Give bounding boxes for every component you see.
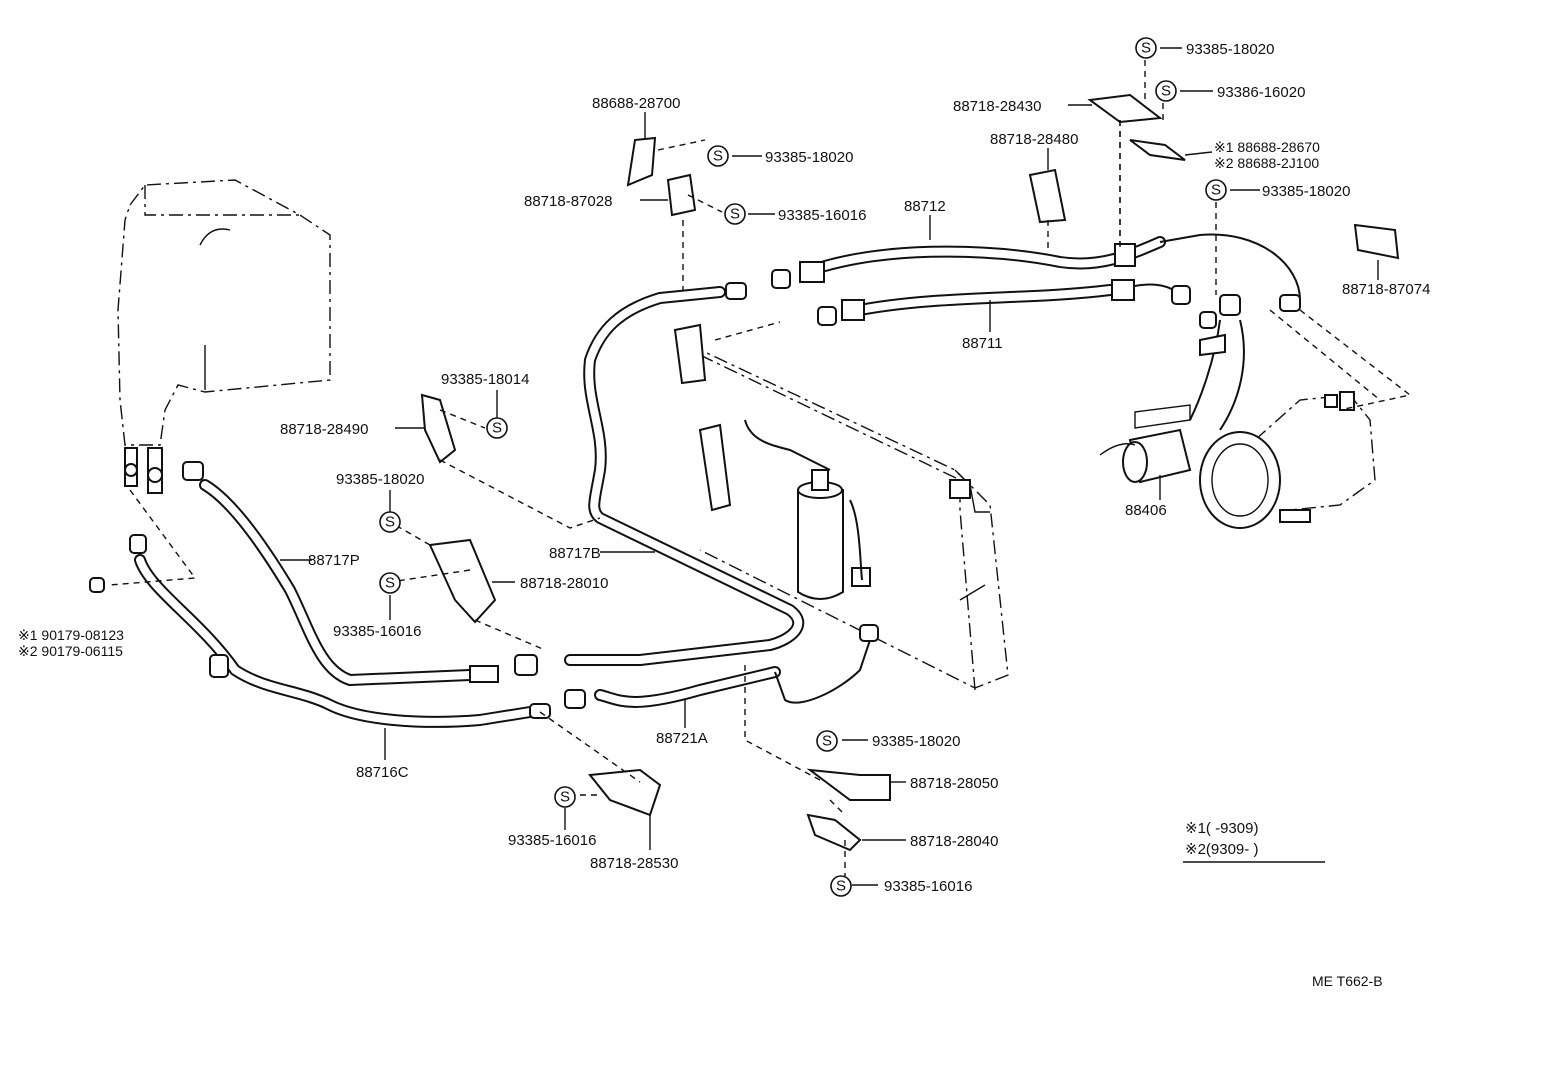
s-symbol-icon: S [379, 572, 401, 594]
part-label: 88688-28700 [592, 95, 680, 112]
s-symbol-icon: S [1135, 37, 1157, 59]
diagram-code: ME T662-B [1312, 973, 1383, 989]
part-label: ※1 88688-28670 [1214, 139, 1320, 155]
legend-line-2: ※2(9309- ) [1185, 841, 1258, 858]
s-symbol-icon: S [486, 417, 508, 439]
part-labels: 93385-18020 93386-16020 88718-28430 ※1 8… [18, 41, 1430, 895]
part-label: 93385-18020 [765, 149, 853, 166]
part-label: 88718-28430 [953, 98, 1041, 115]
part-label: ※1 90179-08123 [18, 627, 124, 643]
svg-text:S: S [1211, 182, 1221, 199]
part-label: 88717P [308, 552, 360, 569]
svg-text:S: S [836, 878, 846, 895]
evaporator-unit [117, 179, 331, 494]
part-label: 88718-28050 [910, 775, 998, 792]
brackets [89, 93, 1400, 852]
svg-text:S: S [385, 575, 395, 592]
part-label: 93385-18020 [1262, 183, 1350, 200]
svg-text:S: S [560, 789, 570, 806]
svg-text:S: S [713, 148, 723, 165]
part-label: 88712 [904, 198, 946, 215]
s-symbol-icon: S [379, 511, 401, 533]
part-label: ※2 90179-06115 [18, 643, 123, 659]
s-symbol-icon: S [1205, 179, 1227, 201]
part-label: 93386-16020 [1217, 84, 1305, 101]
pipes [129, 233, 1301, 728]
svg-text:S: S [492, 420, 502, 437]
part-label: 88718-28490 [280, 421, 368, 438]
svg-text:S: S [385, 514, 395, 531]
s-symbol-icon: S [1155, 80, 1177, 102]
svg-text:S: S [1141, 40, 1151, 57]
part-label: 88718-28530 [590, 855, 678, 872]
part-label: 88718-87028 [524, 193, 612, 210]
part-label: 88718-28010 [520, 575, 608, 592]
legend: ※1( -9309) ※2(9309- ) [1185, 820, 1258, 858]
part-label: 93385-16016 [778, 207, 866, 224]
part-label: 88406 [1125, 502, 1167, 519]
part-label: 88718-28480 [990, 131, 1078, 148]
part-label: 93385-18020 [336, 471, 424, 488]
condenser [689, 344, 1009, 691]
part-label: 93385-16016 [884, 878, 972, 895]
part-label: ※2 88688-2J100 [1214, 155, 1319, 171]
leader-lines [109, 47, 1412, 886]
s-symbol-icon: S [724, 203, 746, 225]
s-symbol-icon: S [830, 875, 852, 897]
s-symbol-icon: S [554, 786, 576, 808]
s-badges: S S S S S S S S S S S [379, 37, 1227, 897]
s-symbol-icon: S [707, 145, 729, 167]
part-label: 88718-87074 [1342, 281, 1430, 298]
part-label: 88716C [356, 764, 409, 781]
part-label: 88718-28040 [910, 833, 998, 850]
s-symbol-icon: S [816, 730, 838, 752]
muffler [1099, 404, 1192, 484]
compressor [1199, 391, 1376, 529]
svg-text:S: S [1161, 83, 1171, 100]
part-label: 88721A [656, 730, 708, 747]
part-label: 93385-16016 [508, 832, 596, 849]
part-label: 93385-18020 [1186, 41, 1274, 58]
legend-line-1: ※1( -9309) [1185, 820, 1258, 837]
part-label: 93385-16016 [333, 623, 421, 640]
part-label: 93385-18020 [872, 733, 960, 750]
part-label: 88711 [962, 335, 1003, 352]
svg-text:S: S [822, 733, 832, 750]
svg-text:S: S [730, 206, 740, 223]
part-label: 93385-18014 [441, 371, 529, 388]
part-label: 88717B [549, 545, 601, 562]
